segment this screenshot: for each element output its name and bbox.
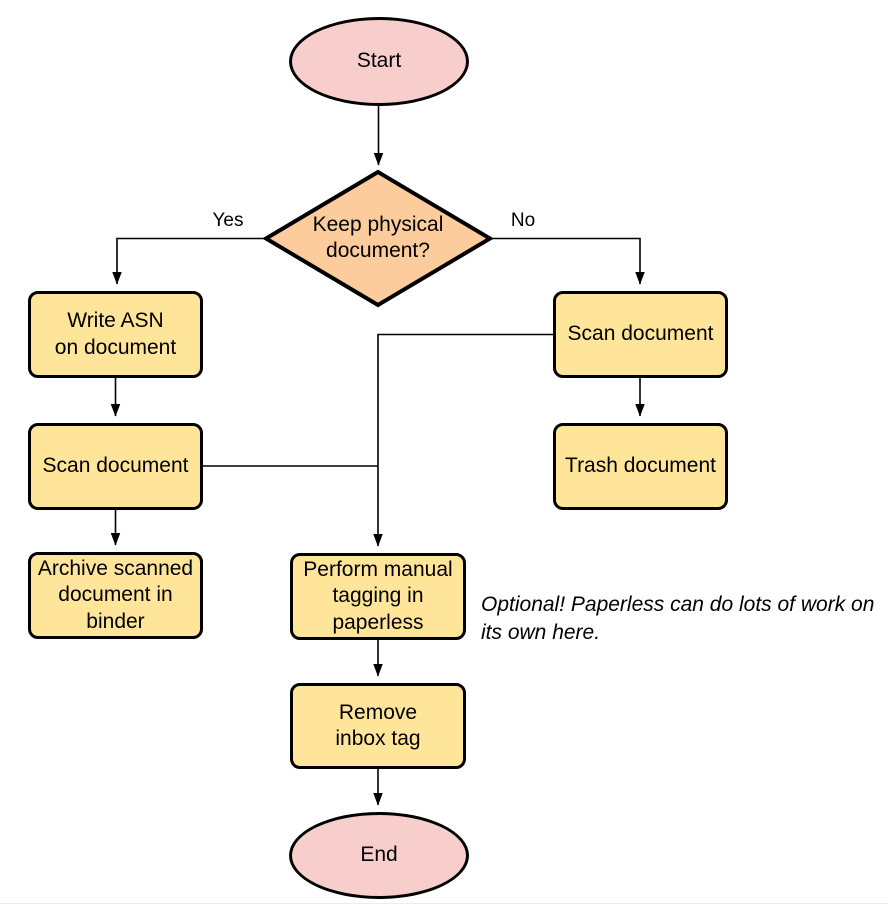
end-terminator: End xyxy=(289,812,469,899)
edge-decision-no-to-scan-right xyxy=(490,237,645,285)
edge-scan-right-to-tagging xyxy=(373,333,553,547)
process-scan-document-left-label: Scan document xyxy=(42,454,189,478)
process-archive-in-binder: Archive scanned document in binder xyxy=(28,552,203,639)
bottom-divider xyxy=(0,903,888,904)
start-label: Start xyxy=(356,49,402,73)
process-archive-in-binder-label: Archive scanned document in binder xyxy=(37,557,194,633)
process-scan-document-left: Scan document xyxy=(28,423,203,510)
decision-keep-physical-document: Keep physical document? xyxy=(288,209,468,267)
process-manual-tagging: Perform manual tagging in paperless xyxy=(290,553,466,640)
decision-label: Keep physical document? xyxy=(312,212,444,262)
process-write-asn-label: Write ASN on document xyxy=(54,309,177,359)
start-terminator: Start xyxy=(289,17,469,106)
edge-label-yes: Yes xyxy=(212,210,244,231)
annotation-note: Optional! Paperless can do lots of work … xyxy=(481,593,875,644)
edge-label-no: No xyxy=(510,210,536,231)
process-trash-document: Trash document xyxy=(553,423,728,510)
end-label: End xyxy=(360,843,398,867)
process-remove-inbox-tag-label: Remove inbox tag xyxy=(335,700,421,750)
process-remove-inbox-tag: Remove inbox tag xyxy=(290,683,466,769)
process-scan-document-right: Scan document xyxy=(553,291,728,378)
process-trash-document-label: Trash document xyxy=(565,454,716,478)
process-scan-document-right-label: Scan document xyxy=(567,322,714,346)
process-manual-tagging-label: Perform manual tagging in paperless xyxy=(303,558,453,634)
edge-decision-yes-to-write-asn xyxy=(112,237,266,285)
process-write-asn: Write ASN on document xyxy=(28,291,203,378)
decision-diamond-shape xyxy=(262,169,494,308)
